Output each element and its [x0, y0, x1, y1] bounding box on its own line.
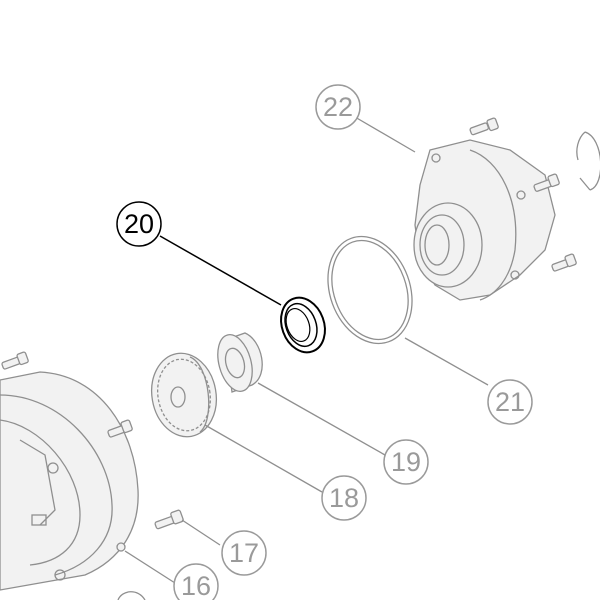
callout-17[interactable]: 17: [221, 530, 267, 576]
bolt-22c[interactable]: [551, 253, 577, 272]
bolt-housing-a[interactable]: [1, 351, 29, 370]
callout-label-19: 19: [391, 447, 421, 477]
callout-18[interactable]: 18: [321, 475, 367, 521]
callout-22[interactable]: 22: [315, 84, 361, 130]
callout-label-17: 17: [229, 538, 259, 568]
flange-housing-part[interactable]: [413, 139, 556, 301]
bearing-part[interactable]: [212, 331, 263, 395]
washer-part-16[interactable]: [116, 542, 126, 552]
o-ring-part[interactable]: [314, 225, 427, 356]
callout-20[interactable]: 20: [116, 201, 162, 247]
bolt-22a[interactable]: [469, 117, 499, 136]
callout-label-20: 20: [124, 209, 154, 239]
leader-lines: [124, 116, 489, 584]
callout-label-18: 18: [329, 483, 359, 513]
callout-19[interactable]: 19: [383, 439, 429, 485]
callout-partial: [117, 591, 146, 600]
callout-21[interactable]: 21: [487, 379, 533, 425]
callout-label-21: 21: [495, 387, 525, 417]
callout-label-22: 22: [323, 92, 353, 122]
callout-16[interactable]: 16: [173, 563, 219, 600]
callout-label-16: 16: [181, 571, 211, 600]
bolt-22b[interactable]: [533, 173, 560, 192]
seal-ring-part[interactable]: [274, 292, 333, 359]
motor-housing-part[interactable]: [0, 371, 139, 591]
bolt-part-17[interactable]: [154, 509, 184, 530]
gear-part[interactable]: [145, 348, 223, 442]
bolt-housing-b[interactable]: [107, 419, 133, 438]
snap-ring-part[interactable]: [576, 131, 600, 191]
